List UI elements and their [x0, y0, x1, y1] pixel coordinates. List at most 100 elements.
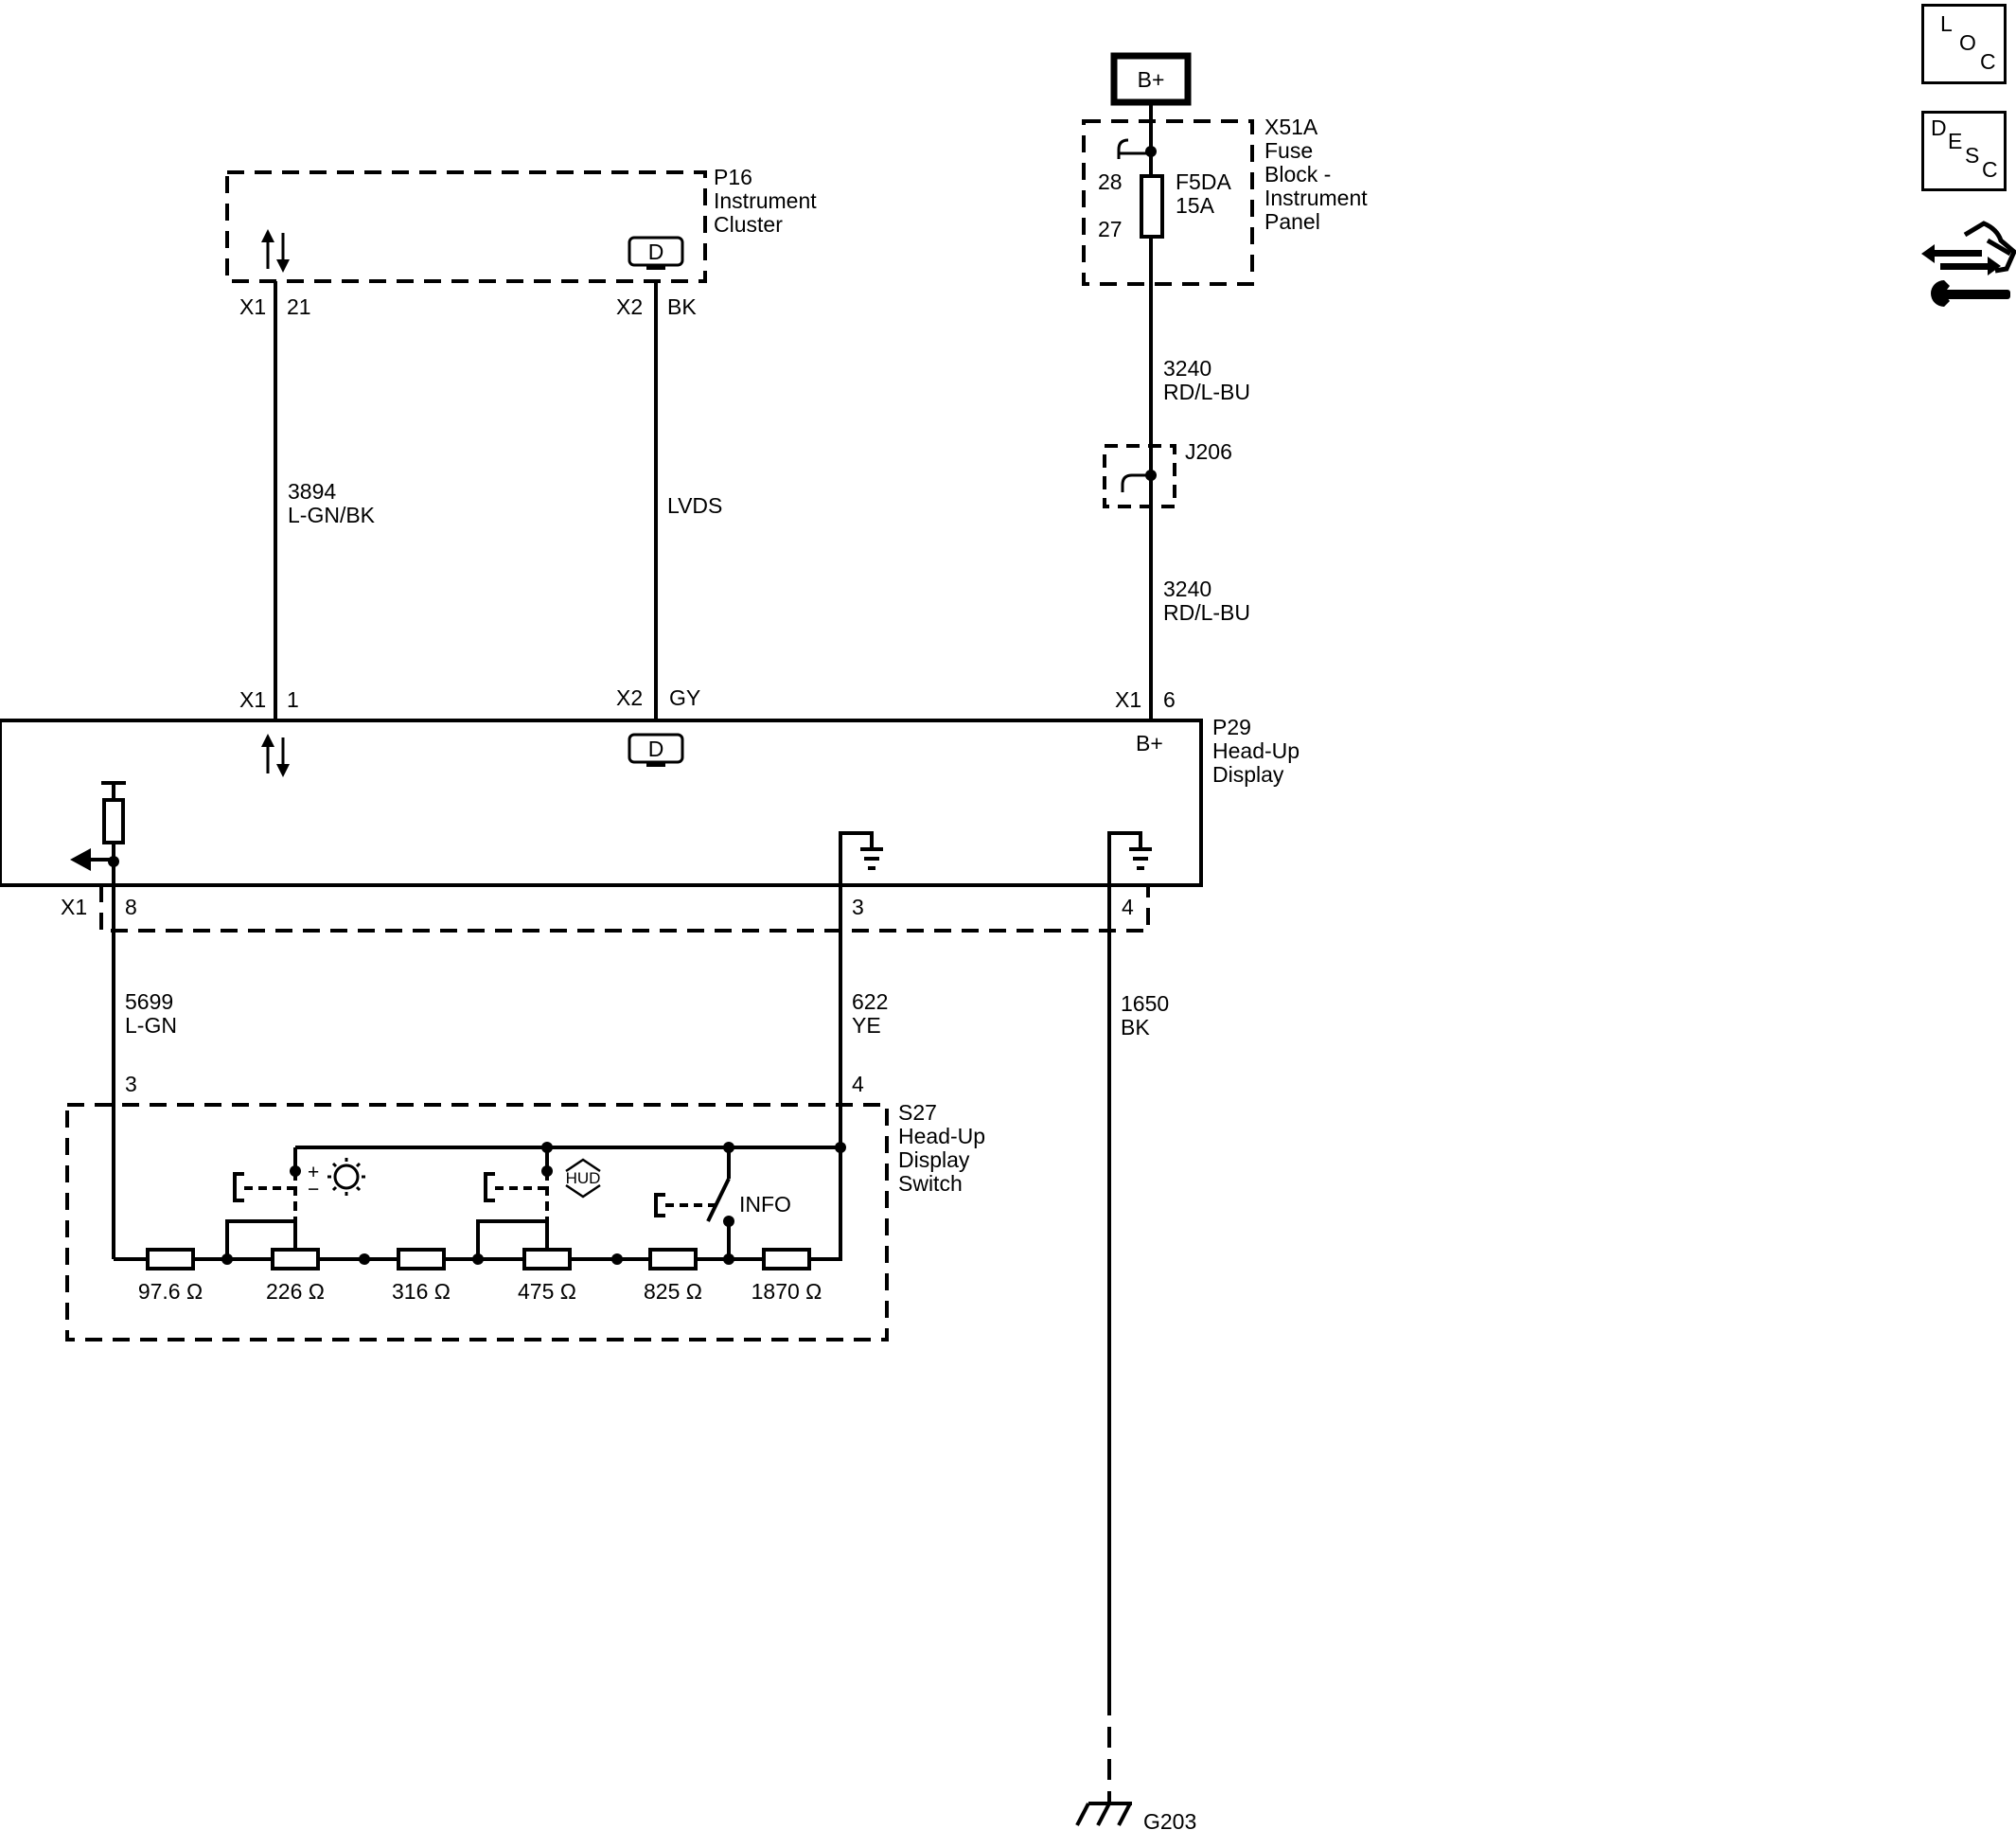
nav-letter: E: [1948, 129, 1963, 153]
wire-color: L-GN/BK: [288, 503, 376, 527]
wire-lvds-label: LVDS: [667, 493, 722, 518]
switch-name-line: Display: [898, 1147, 970, 1172]
nav-letter: S: [1965, 143, 1980, 168]
nav-letter: C: [1982, 157, 1998, 182]
wire-circuit-number: 1650: [1121, 991, 1169, 1016]
hud-box: [0, 719, 1203, 887]
brightness-minus: −: [308, 1179, 319, 1200]
switch-name-line: Head-Up: [898, 1124, 985, 1148]
switch-resistor-ladder: 97.6 Ω 226 Ω 316 Ω 475 Ω 825 Ω 1870 Ω: [138, 1248, 822, 1304]
connector-label: X1: [1115, 687, 1141, 712]
switch-id: S27: [898, 1100, 937, 1125]
resistor-value-label: 1870 Ω: [752, 1279, 822, 1304]
nav-letter: O: [1959, 30, 1976, 55]
fuse-block-name-line: Block -: [1264, 162, 1331, 187]
nav-letter: L: [1940, 11, 1953, 36]
pin-label: 4: [1122, 895, 1134, 919]
cluster-name-line: Cluster: [714, 212, 783, 237]
cluster-display-letter: D: [648, 240, 664, 264]
fuse-id: F5DA: [1176, 169, 1231, 194]
fuse-block-box: [1082, 119, 1254, 286]
cluster-box: [225, 170, 707, 283]
pin-label: 8: [125, 895, 137, 919]
brightness-sun-icon: [333, 1164, 360, 1190]
fuse-pin-in: 28: [1098, 169, 1123, 194]
nav-letter: D: [1931, 115, 1947, 140]
connector-label: X2: [616, 685, 643, 710]
resistor-value-label: 316 Ω: [392, 1279, 451, 1304]
pin-label: GY: [669, 685, 700, 710]
fuse-block-name-line: Fuse: [1264, 138, 1313, 163]
wire-circuit-number: 622: [852, 989, 888, 1014]
bidirectional-arrows-icon: [261, 229, 290, 273]
hud-pullup-resistor: [102, 798, 125, 844]
splice-box: [1103, 444, 1176, 508]
wire-color: BK: [1121, 1015, 1150, 1039]
switch-resistor: [271, 1248, 320, 1270]
info-button-label: INFO: [739, 1192, 791, 1217]
fuse-pin-out: 27: [1098, 217, 1123, 241]
resistor-value-label: 475 Ω: [518, 1279, 576, 1304]
wire-color: L-GN: [125, 1013, 177, 1038]
wire-color: RD/L-BU: [1163, 380, 1250, 404]
info-switch-blade: [706, 1178, 731, 1222]
nav-letter: C: [1980, 49, 1996, 74]
ground-point-id: G203: [1143, 1809, 1196, 1830]
brightness-plus: +: [308, 1162, 319, 1183]
pin-label: 1: [287, 687, 299, 712]
bidirectional-arrows-icon: [261, 734, 290, 777]
pin-label: 6: [1163, 687, 1176, 712]
fuse-block-id: X51A: [1264, 115, 1318, 139]
hud-adjust-icon: [565, 1158, 601, 1199]
fuse-block-name-line: Instrument: [1264, 186, 1368, 210]
fuse-rating: 15A: [1176, 193, 1215, 218]
switch-resistor: [762, 1248, 811, 1270]
hand-wrench-icon[interactable]: [1919, 216, 2016, 311]
ground-icon: [1129, 847, 1152, 870]
splice-id: J206: [1185, 439, 1232, 464]
hud-lower-connector-outline: [99, 885, 1150, 933]
connector-label: X2: [616, 294, 643, 319]
cluster-id: P16: [714, 165, 752, 189]
switch-name-line: Switch: [898, 1171, 963, 1196]
connector-label: X1: [61, 895, 87, 919]
hud-name-line: Head-Up: [1212, 738, 1300, 763]
location-view-button[interactable]: L O C: [1921, 4, 2007, 84]
description-view-button[interactable]: D E S C: [1921, 111, 2007, 191]
resistor-value-label: 97.6 Ω: [138, 1279, 203, 1304]
connector-label: X1: [239, 294, 266, 319]
hud-input-arrow-head: [70, 848, 91, 871]
splice-hook: [1121, 473, 1151, 492]
hud-button-label: HUD: [566, 1169, 601, 1187]
pin-label: 3: [125, 1072, 137, 1096]
pin-label: BK: [667, 294, 697, 319]
cluster-name-line: Instrument: [714, 188, 817, 213]
hud-power-label: B+: [1136, 731, 1163, 755]
wire-circuit-number: 5699: [125, 989, 173, 1014]
connector-label: X1: [239, 687, 266, 712]
display-d-icon: D: [628, 733, 684, 767]
ground-icon: [860, 847, 883, 870]
hud-id: P29: [1212, 715, 1251, 739]
hud-name-line: Display: [1212, 762, 1284, 787]
power-source-label: B+: [1138, 67, 1165, 92]
wire-color: YE: [852, 1013, 881, 1038]
switch-resistor: [146, 1248, 195, 1270]
wire-circuit-number: 3240: [1163, 356, 1211, 381]
wire-color: RD/L-BU: [1163, 600, 1250, 625]
resistor-value-label: 825 Ω: [644, 1279, 702, 1304]
pin-label: 3: [852, 895, 864, 919]
switch-resistor: [522, 1248, 572, 1270]
switch-resistor: [397, 1248, 446, 1270]
fuse-block-name-line: Panel: [1264, 209, 1320, 234]
switch-box: [65, 1103, 889, 1341]
switch-resistor: [648, 1248, 698, 1270]
fuse-pin-hook: [1117, 138, 1151, 159]
resistor-value-label: 226 Ω: [266, 1279, 325, 1304]
hud-display-letter: D: [648, 737, 664, 761]
wire-circuit-number: 3894: [288, 479, 336, 504]
display-d-icon: D: [628, 236, 684, 270]
fuse-f5da: [1140, 174, 1164, 239]
pin-label: 4: [852, 1072, 864, 1096]
